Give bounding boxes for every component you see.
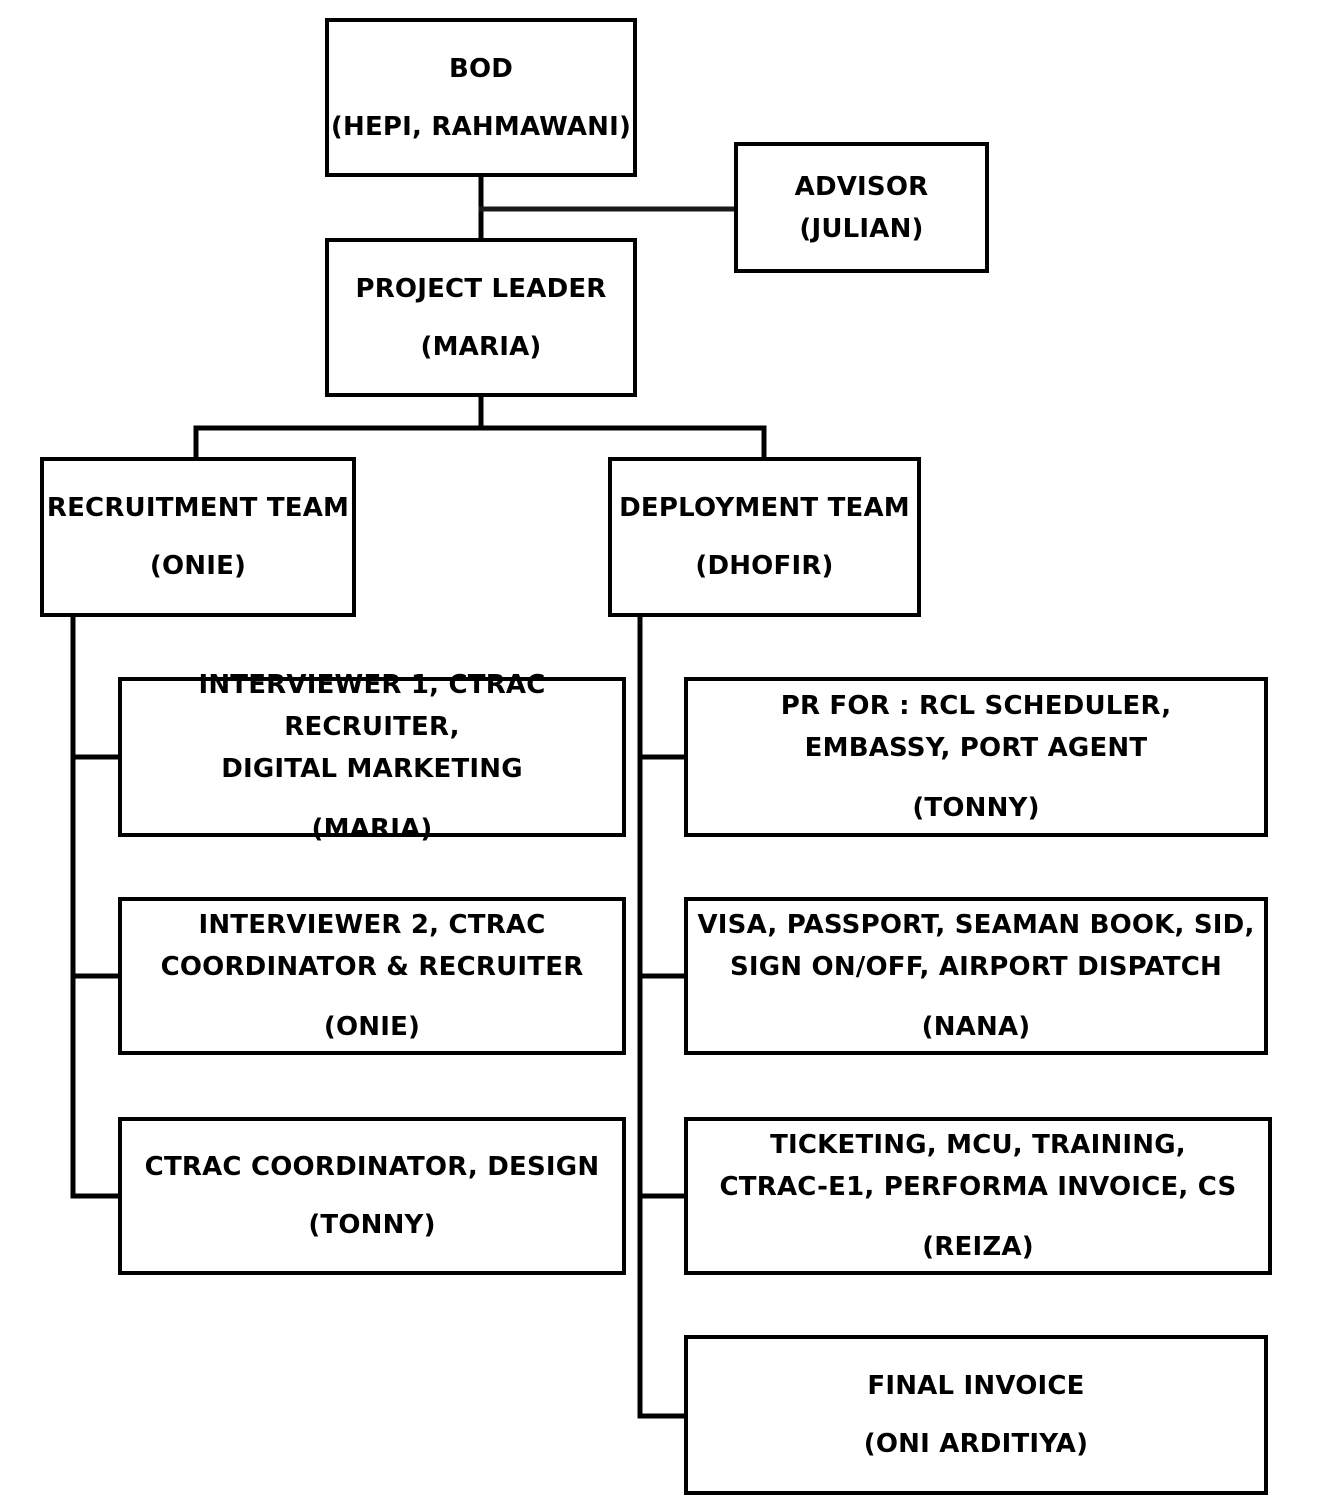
deployment-member-box: FINAL INVOICE (ONI ARDITIYA) xyxy=(684,1335,1268,1495)
member-role: CTRAC COORDINATOR, DESIGN xyxy=(144,1152,600,1182)
recruitment-member-box: INTERVIEWER 2, CTRAC COORDINATOR & RECRU… xyxy=(118,897,626,1055)
member-person: (ONIE) xyxy=(323,1012,421,1042)
member-role: TICKETING, MCU, TRAINING, CTRAC-E1, PERF… xyxy=(720,1124,1237,1208)
member-person: (TONNY) xyxy=(308,1210,436,1240)
member-role: PR FOR : RCL SCHEDULER, EMBASSY, PORT AG… xyxy=(781,685,1172,769)
member-person: (MARIA) xyxy=(311,814,433,844)
recruitment-team-box: RECRUITMENT TEAM (ONIE) xyxy=(40,457,356,617)
bod-role: BOD xyxy=(448,53,514,84)
member-person: (REIZA) xyxy=(922,1232,1034,1262)
advisor-box: ADVISOR (JULIAN) xyxy=(734,142,989,273)
project-leader-role: PROJECT LEADER xyxy=(355,273,607,304)
deployment-member-box: PR FOR : RCL SCHEDULER, EMBASSY, PORT AG… xyxy=(684,677,1268,837)
member-role-line: COORDINATOR & RECRUITER xyxy=(160,952,584,982)
project-leader-box: PROJECT LEADER (MARIA) xyxy=(325,238,637,397)
deployment-member-box: VISA, PASSPORT, SEAMAN BOOK, SID, SIGN O… xyxy=(684,897,1268,1055)
member-role: FINAL INVOICE xyxy=(867,1371,1085,1401)
member-role: INTERVIEWER 2, CTRAC COORDINATOR & RECRU… xyxy=(161,904,584,988)
member-role-line: INTERVIEWER 2, CTRAC xyxy=(198,910,546,940)
deployment-team-role: DEPLOYMENT TEAM xyxy=(619,493,910,523)
recruitment-team-role: RECRUITMENT TEAM xyxy=(46,493,350,523)
member-role-line: DIGITAL MARKETING xyxy=(221,754,523,784)
advisor-role: ADVISOR xyxy=(794,171,929,202)
deployment-team-box: DEPLOYMENT TEAM (DHOFIR) xyxy=(608,457,921,617)
member-role-line: VISA, PASSPORT, SEAMAN BOOK, SID, xyxy=(697,910,1255,940)
member-role-line: INTERVIEWER 1, CTRAC RECRUITER, xyxy=(198,670,546,742)
member-role-line: SIGN ON/OFF, AIRPORT DISPATCH xyxy=(729,952,1222,982)
member-role-line: PR FOR : RCL SCHEDULER, xyxy=(780,691,1172,721)
deployment-member-box: TICKETING, MCU, TRAINING, CTRAC-E1, PERF… xyxy=(684,1117,1272,1275)
member-role-line: TICKETING, MCU, TRAINING, xyxy=(770,1130,1186,1160)
bod-box: BOD (HEPI, RAHMAWANI) xyxy=(325,18,637,177)
member-person: (NANA) xyxy=(921,1012,1031,1042)
member-person: (ONI ARDITIYA) xyxy=(863,1429,1089,1459)
project-leader-person: (MARIA) xyxy=(420,331,542,362)
deployment-team-person: (DHOFIR) xyxy=(695,551,834,581)
advisor-person: (JULIAN) xyxy=(799,213,924,244)
member-role: VISA, PASSPORT, SEAMAN BOOK, SID, SIGN O… xyxy=(697,904,1254,988)
recruitment-team-person: (ONIE) xyxy=(149,551,247,581)
recruitment-member-box: INTERVIEWER 1, CTRAC RECRUITER, DIGITAL … xyxy=(118,670,626,844)
member-role-line: CTRAC-E1, PERFORMA INVOICE, CS xyxy=(719,1172,1237,1202)
member-role: INTERVIEWER 1, CTRAC RECRUITER, DIGITAL … xyxy=(122,664,622,790)
member-person: (TONNY) xyxy=(912,793,1040,823)
bod-person: (HEPI, RAHMAWANI) xyxy=(330,111,632,142)
member-role-line: EMBASSY, PORT AGENT xyxy=(804,733,1148,763)
recruitment-member-box: CTRAC COORDINATOR, DESIGN (TONNY) xyxy=(118,1117,626,1275)
